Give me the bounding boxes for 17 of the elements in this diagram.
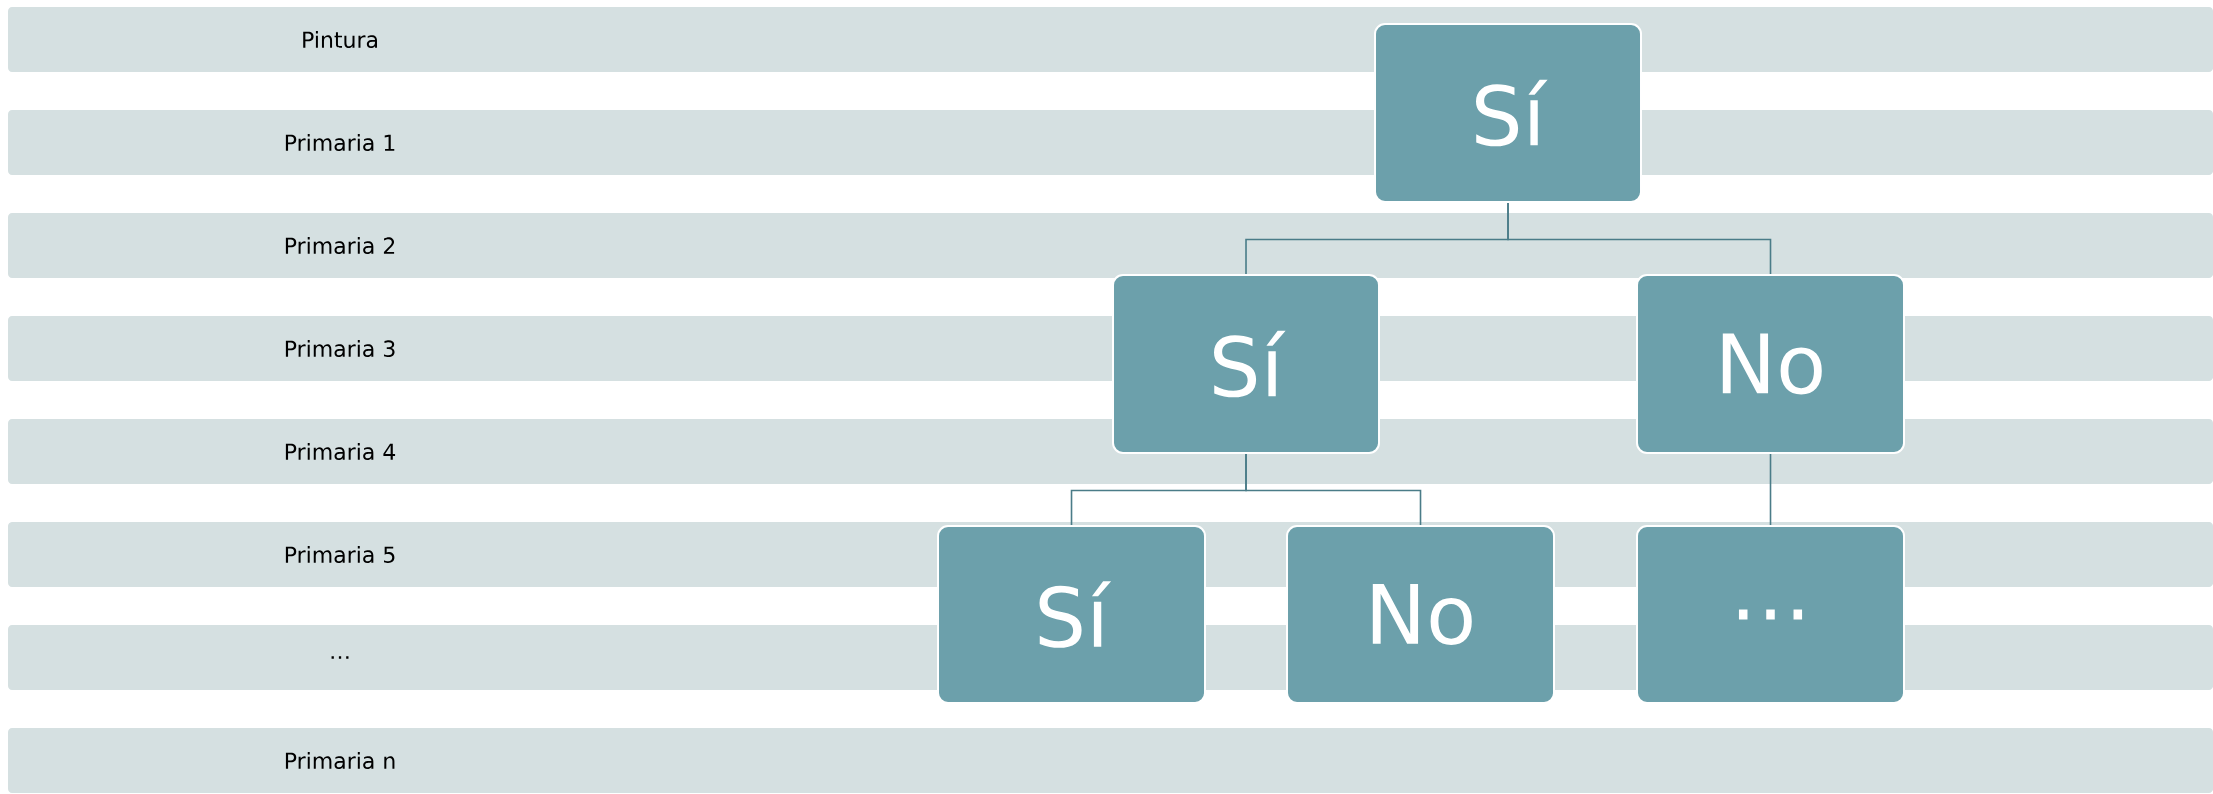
row-label: Primaria 1 (285, 134, 395, 151)
connector-line (1507, 202, 1772, 275)
row-label: … (331, 656, 349, 659)
row-label: Primaria 4 (285, 443, 396, 460)
decision-box: Sí (1374, 23, 1642, 203)
decision-box: No (1286, 525, 1555, 704)
connector-line (1245, 453, 1422, 526)
row-label: Primaria 5 (285, 546, 395, 563)
row-label: Primaria 3 (285, 340, 395, 357)
decision-box: Sí (937, 525, 1206, 704)
decision-box: No (1636, 274, 1905, 454)
row-label: Pintura (303, 31, 377, 48)
row-label: Primaria 2 (285, 237, 395, 254)
connector-line (1769, 453, 1772, 526)
decision-box: … (1636, 525, 1905, 704)
decision-box: Sí (1112, 274, 1380, 454)
row-label: Primaria n (285, 752, 395, 769)
